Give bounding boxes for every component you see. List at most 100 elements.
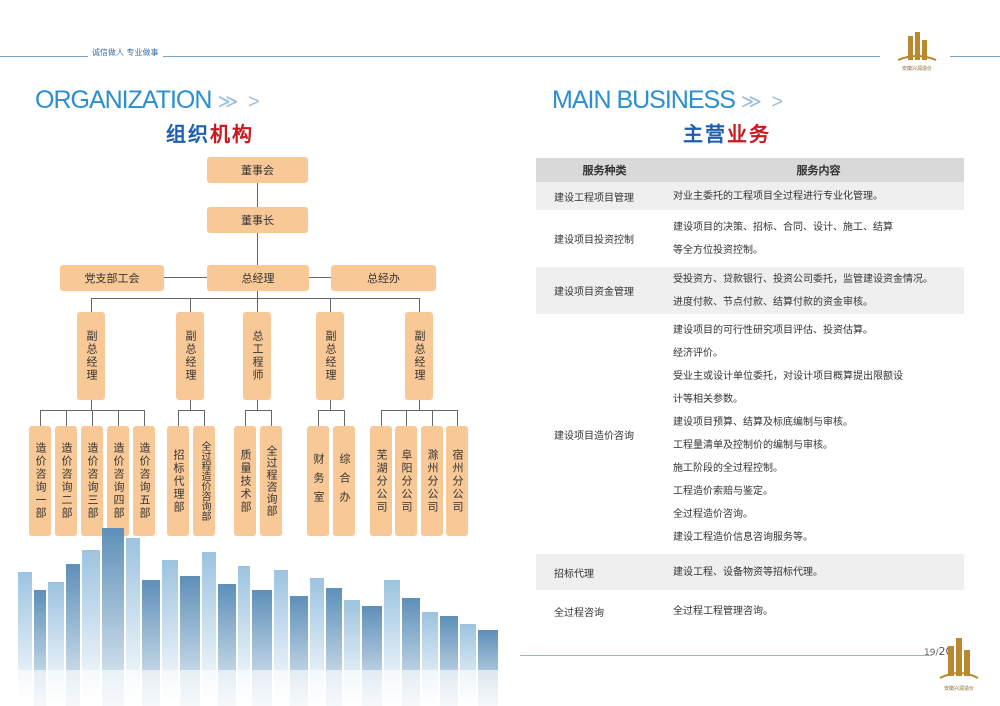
org-dept: 造价咨询四部 (107, 426, 129, 536)
org-dept: 造价咨询三部 (81, 426, 103, 536)
service-line: 受投资方、贷款银行、投资公司委托，监管建设资金情况。 (673, 273, 933, 285)
header-rule (0, 56, 880, 57)
connector (245, 410, 246, 426)
connector (190, 400, 191, 410)
org-party-union: 党支部工会 (60, 265, 164, 291)
connector (457, 410, 458, 426)
org-dept: 全过程咨询部 (260, 426, 282, 536)
connector (257, 183, 258, 207)
connector (344, 410, 345, 426)
connector (91, 400, 92, 410)
service-type: 建设项目投资控制 (554, 235, 634, 246)
title-part-a: 组织 (166, 122, 210, 146)
org-gm-office: 总经办 (331, 265, 436, 291)
connector (92, 410, 93, 426)
connector (178, 410, 179, 426)
service-line: 受业主或设计单位委托，对设计项目概算提出限额设 (673, 371, 903, 382)
org-dept: 综合办 (333, 426, 355, 536)
organization-title-cn: 组织机构 (166, 118, 254, 147)
company-logo: 安徽兴润造价 (892, 30, 942, 72)
org-branch: 滁州分公司 (421, 426, 443, 536)
chevron-icon: ≫ > (217, 91, 262, 113)
table-row: 招标代理 建设工程、设备物资等招标代理。 (536, 554, 964, 590)
connector (318, 410, 344, 411)
connector (40, 410, 41, 426)
org-dept: 造价咨询五部 (133, 426, 155, 536)
org-branch: 宿州分公司 (446, 426, 468, 536)
service-type: 全过程咨询 (554, 607, 604, 619)
org-general-manager: 总经理 (207, 265, 309, 291)
service-line: 全过程造价咨询。 (673, 509, 753, 520)
org-dept: 造价咨询一部 (29, 426, 51, 536)
table-row: 建设工程项目管理 对业主委托的工程项目全过程进行专业化管理。 (536, 182, 964, 210)
org-vp: 副总经理 (77, 312, 105, 400)
connector (257, 298, 258, 312)
service-line: 建设项目预算、结算及标底编制与审核。 (673, 417, 853, 428)
table-row: 全过程咨询 全过程工程管理咨询。 (536, 590, 964, 632)
title-part-b: 业务 (727, 122, 771, 146)
service-type: 建设工程项目管理 (554, 192, 634, 204)
service-line: 建设项目的决策、招标、合同、设计、施工、结算 (673, 221, 893, 233)
city-skyline-image (0, 528, 520, 706)
connector (406, 410, 407, 426)
connector (432, 410, 433, 426)
service-line: 工程量清单及控制价的编制与审核。 (673, 440, 833, 451)
connector (309, 277, 331, 278)
connector (245, 410, 271, 411)
service-line: 全过程工程管理咨询。 (673, 605, 773, 617)
service-line: 计等相关参数。 (673, 394, 743, 405)
connector (91, 298, 92, 312)
service-line: 建设工程、设备物资等招标代理。 (673, 566, 823, 578)
service-line: 建设工程造价信息咨询服务等。 (673, 532, 813, 543)
organization-title-text: ORGANIZATION (35, 86, 212, 114)
org-board: 董事会 (207, 157, 308, 183)
page-number-left: 19/ (924, 648, 939, 658)
connector (381, 410, 382, 426)
building-logo-icon (939, 638, 979, 679)
building-logo-icon (897, 32, 937, 61)
logo-text: 安徽兴润造价 (901, 66, 932, 72)
business-table: 服务种类 服务内容 建设工程项目管理 对业主委托的工程项目全过程进行专业化管理。… (536, 158, 964, 632)
service-type: 招标代理 (554, 568, 594, 580)
connector (330, 298, 331, 312)
table-row: 建设项目资金管理 受投资方、贷款银行、投资公司委托，监管建设资金情况。 进度付款… (536, 267, 964, 314)
connector (257, 233, 258, 265)
service-line: 工程造价索赔与鉴定。 (673, 486, 773, 497)
org-chief-engineer: 总工程师 (243, 312, 271, 400)
service-line: 对业主委托的工程项目全过程进行专业化管理。 (673, 190, 883, 202)
org-dept: 全过程造价咨询部 (193, 426, 215, 536)
org-vp: 副总经理 (405, 312, 433, 400)
connector (257, 291, 258, 298)
service-line: 施工阶段的全过程控制。 (673, 463, 783, 474)
connector (190, 298, 191, 312)
table-header: 服务种类 服务内容 (536, 158, 964, 182)
org-dept: 招标代理部 (167, 426, 189, 536)
connector (118, 410, 119, 426)
service-line: 等全方位投资控制。 (673, 244, 763, 256)
connector (66, 410, 67, 426)
connector (330, 400, 331, 410)
connector (419, 400, 420, 410)
org-branch: 阜阳分公司 (395, 426, 417, 536)
logo-text: 安徽兴润造价 (943, 686, 974, 692)
business-title-en: MAIN BUSINESS≫ > (552, 86, 785, 115)
header-slogan: 诚信做人 专业做事 (88, 47, 163, 58)
business-title-cn: 主营业务 (683, 118, 771, 147)
service-type: 建设项目造价咨询 (554, 430, 634, 442)
connector (178, 410, 204, 411)
org-vp: 副总经理 (176, 312, 204, 400)
title-part-a: 主营 (683, 122, 727, 146)
service-line: 经济评价。 (673, 348, 723, 359)
table-row: 建设项目投资控制 建设项目的决策、招标、合同、设计、施工、结算 等全方位投资控制… (536, 210, 964, 267)
service-line: 进度付款、节点付款、结算付款的资金审核。 (673, 296, 873, 308)
connector (257, 400, 258, 410)
connector (164, 277, 208, 278)
org-branch: 芜湖分公司 (370, 426, 392, 536)
organization-title-en: ORGANIZATION≫ > (35, 86, 262, 115)
connector (318, 410, 319, 426)
business-title-text: MAIN BUSINESS (552, 86, 736, 114)
org-chairman: 董事长 (207, 207, 308, 233)
org-dept: 质量技术部 (234, 426, 256, 536)
service-type: 建设项目资金管理 (554, 287, 634, 298)
connector (204, 410, 205, 426)
